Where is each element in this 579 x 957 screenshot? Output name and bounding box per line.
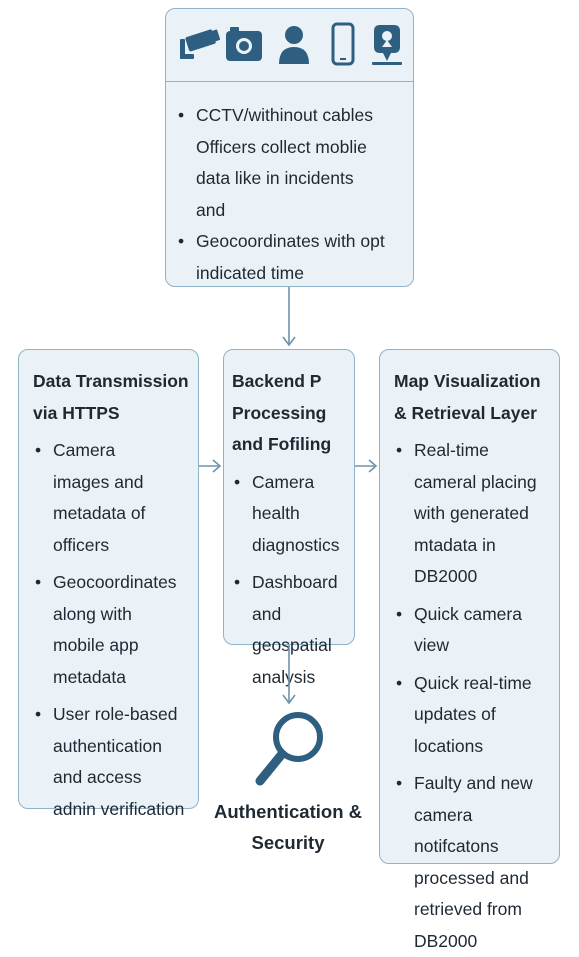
list-item: Quick camera view [394, 599, 556, 662]
map-visualization-box: Map Visualization & Retrieval Layer Real… [379, 349, 560, 951]
arrow-down-middle [282, 645, 296, 705]
list-item: User role-based authentication and acces… [33, 699, 193, 825]
icon-row [166, 9, 413, 82]
magnifier-icon [255, 712, 323, 786]
list-item: Quick real-time updates of locations [394, 668, 556, 763]
left-bullet-list: Camera images and metadata of officers G… [33, 435, 193, 825]
authentication-security-title: Authentication & Security [214, 801, 362, 853]
top-input-box: CCTV/withinout cables Officers collect m… [165, 8, 414, 287]
arrow-right-left [199, 459, 222, 473]
list-item: Dashboard and geospatial analysis [232, 567, 352, 693]
top-bullet-list: CCTV/withinout cables Officers collect m… [176, 100, 404, 289]
list-item: CCTV/withinout cables Officers collect m… [176, 100, 386, 226]
arrow-down-top [282, 287, 296, 347]
right-bullet-list: Real-time cameral placing with generated… [394, 435, 556, 957]
list-item: Camera images and metadata of officers [33, 435, 193, 561]
box-title: Map Visualization & Retrieval Layer [394, 371, 541, 423]
backend-processing-box: Backend P Processing and Fofiling Camera… [223, 349, 355, 687]
middle-bullet-list: Camera health diagnostics Dashboard and … [232, 467, 352, 694]
box-title: Data Transmission via HTTPS [33, 371, 189, 423]
data-transmission-box: Data Transmission via HTTPS Camera image… [18, 349, 199, 819]
list-item: Camera health diagnostics [232, 467, 352, 562]
box-title: Backend P Processing and Fofiling [232, 371, 332, 454]
list-item: Geocoordinates along with mobile app met… [33, 567, 193, 693]
list-item: Faulty and new camera notifcatons proces… [394, 768, 556, 957]
list-item: Geocoordinates with opt indicated time [176, 226, 404, 289]
arrow-right-middle [355, 459, 378, 473]
list-item: Real-time cameral placing with generated… [394, 435, 556, 593]
